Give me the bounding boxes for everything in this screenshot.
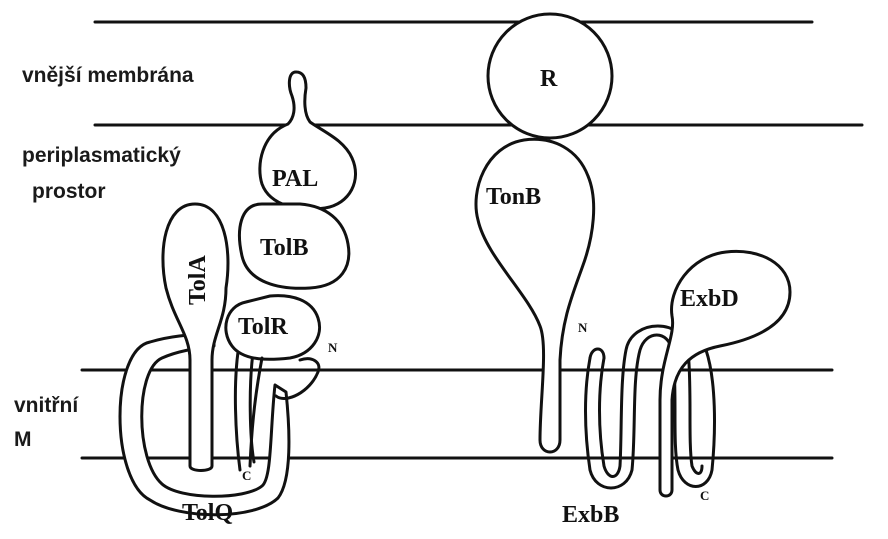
periplasm-label-line2: prostor [32,180,106,203]
outer-membrane [95,22,862,125]
receptor-r: R [488,14,612,138]
inner-membrane-label-line2: M [14,428,32,451]
inner-membrane-label-line1: vnitřní [14,394,79,417]
tolr-n-terminus: N [328,340,338,355]
tolq-label: TolQ [182,500,233,526]
tonb-label: TonB [486,184,541,210]
tola-label: TolA [185,255,211,305]
pal-protein: PAL [260,72,356,209]
tolb-label: TolB [260,235,308,261]
exbb-label: ExbB [562,502,619,528]
outer-membrane-label: vnější membrána [22,64,194,87]
exbb-n-end [590,349,604,358]
tolq-strand-1 [235,340,240,470]
exbd-protein: ExbD C [660,251,790,503]
periplasm-label-line1: periplasmatický [22,144,181,167]
tonb-protein: TonB [476,139,594,452]
pal-label: PAL [272,166,318,192]
receptor-label: R [540,66,558,92]
exbd-label: ExbD [680,286,739,312]
exbd-c-terminus: C [700,488,709,503]
tolb-protein: TolB [239,204,348,288]
tolr-label: TolR [238,314,288,340]
tolr-c-terminus: C [242,468,251,483]
exbb-n-terminus: N [578,320,588,335]
